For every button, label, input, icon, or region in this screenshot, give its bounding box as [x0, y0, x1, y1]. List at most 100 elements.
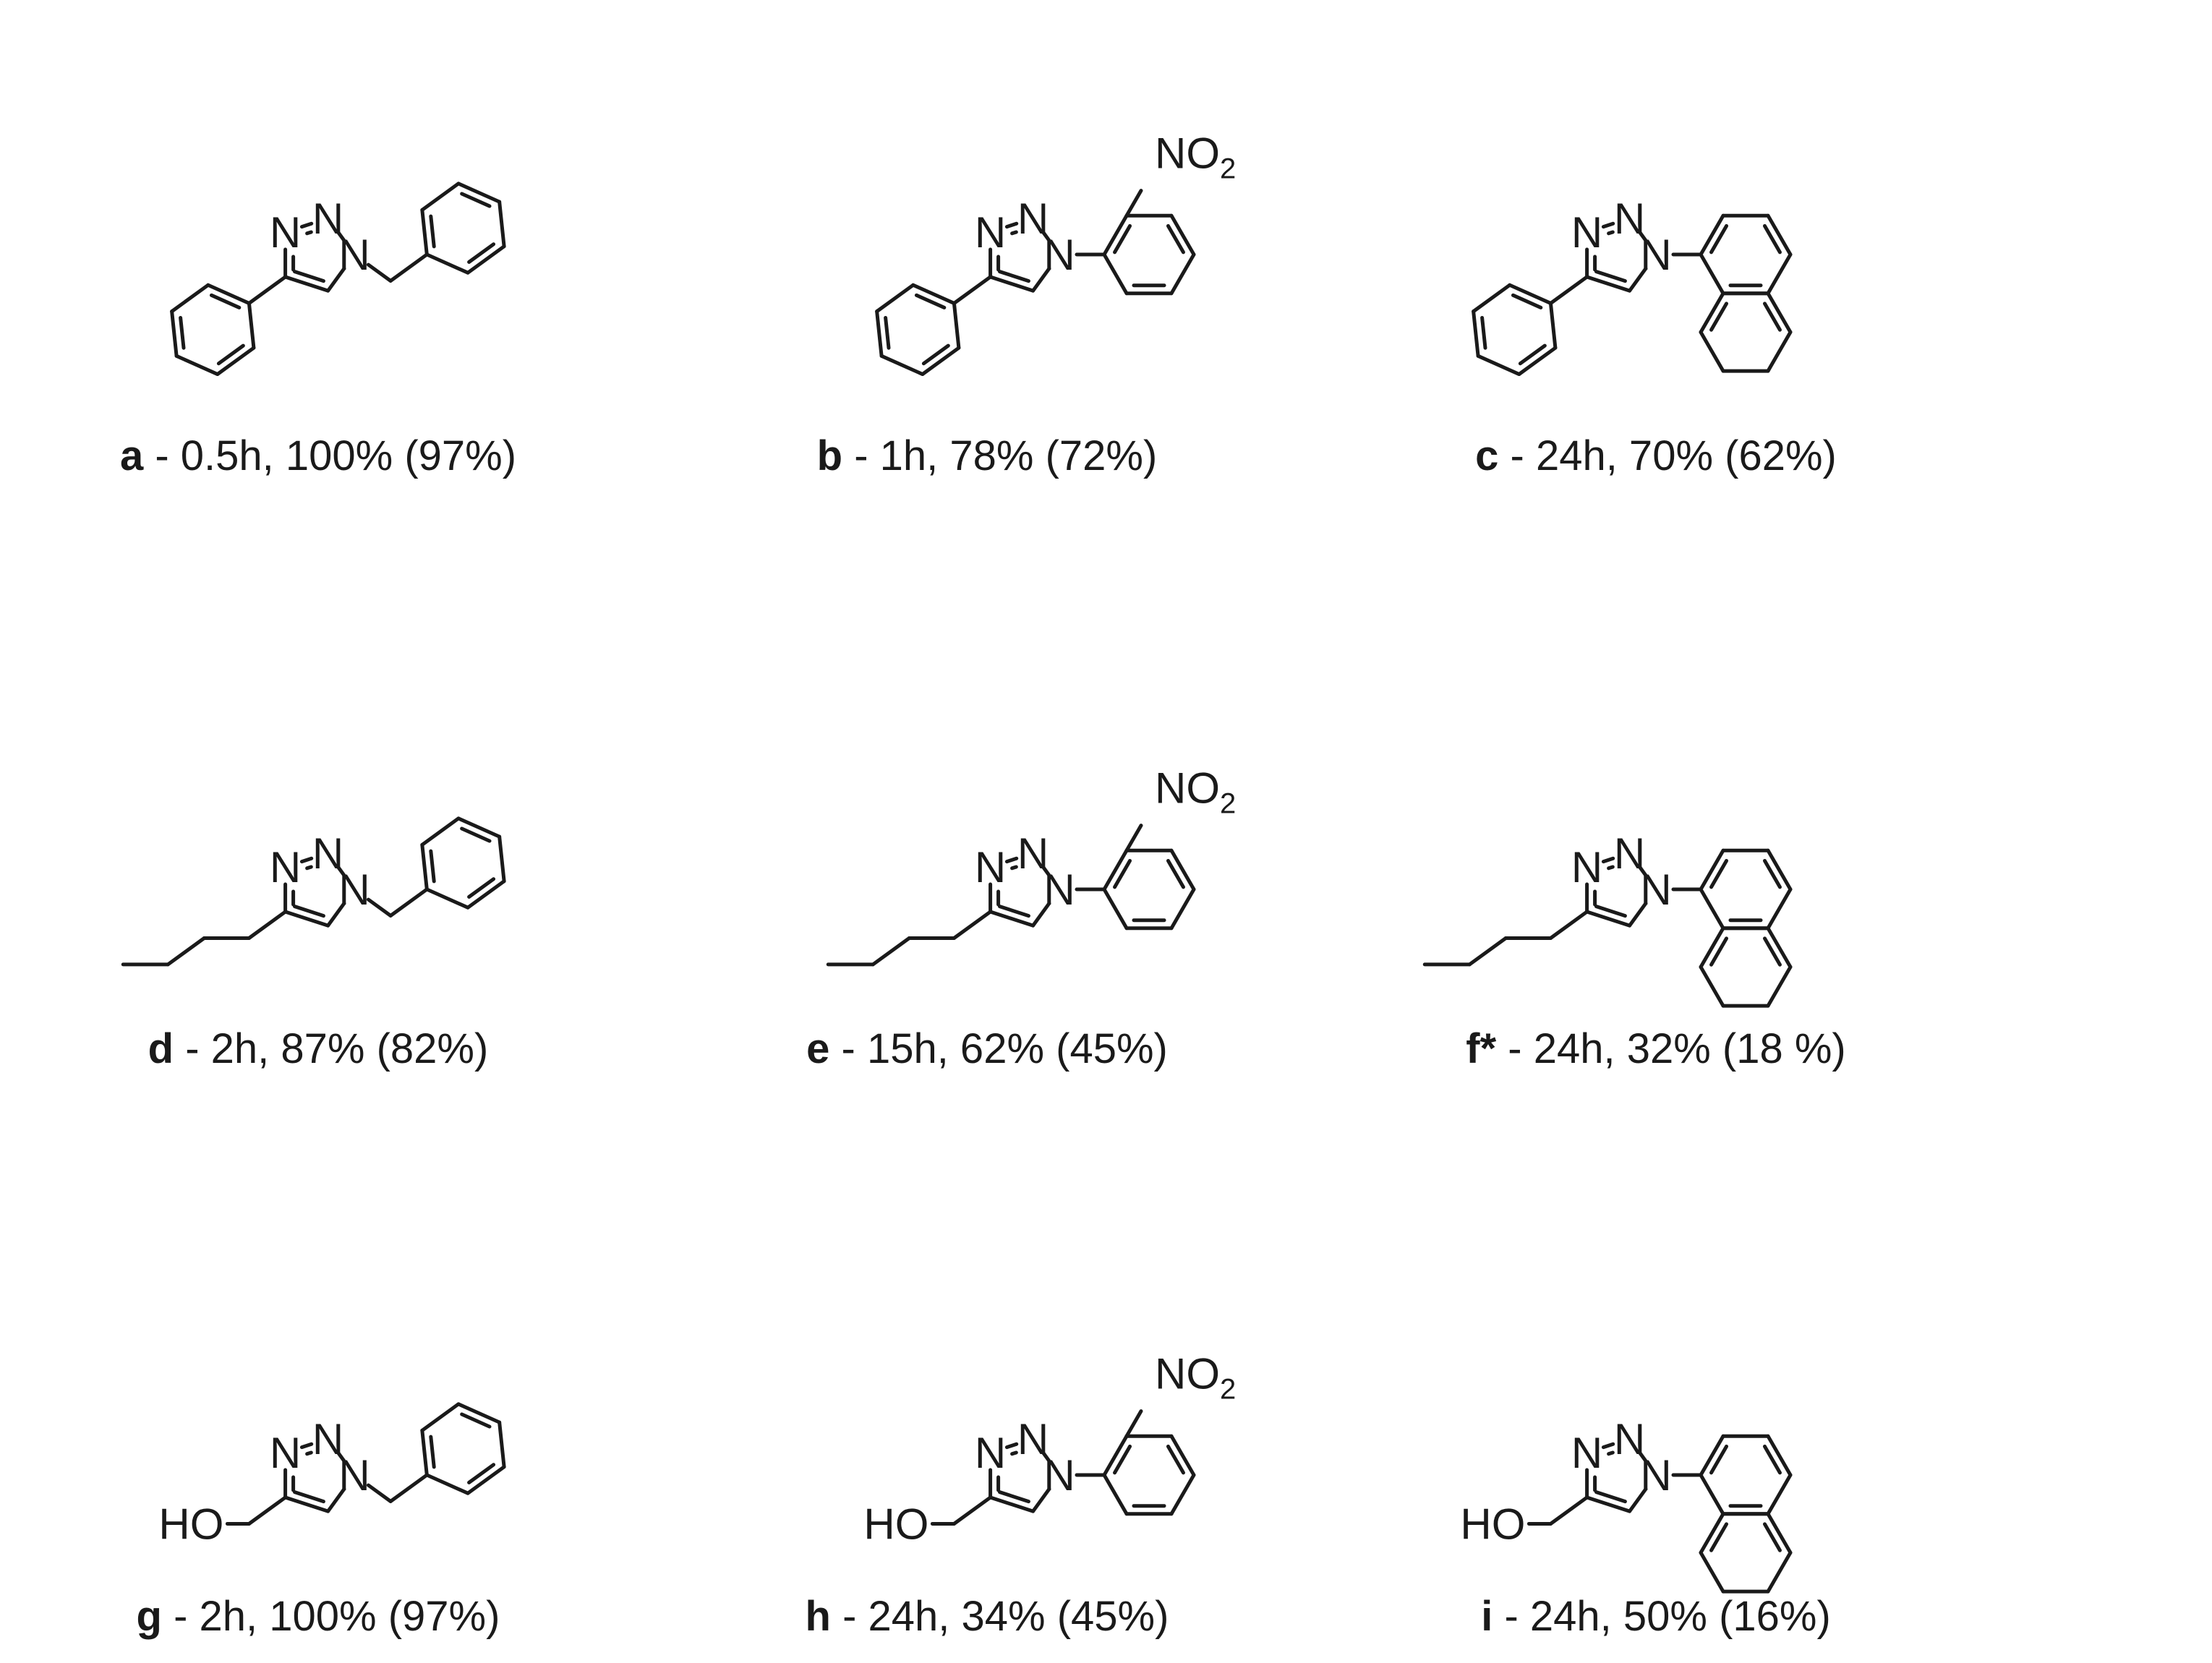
- benzyl-ring-bond: [456, 1402, 502, 1424]
- compound-caption: f* - 24h, 32% (18 %): [1466, 1025, 1845, 1072]
- phenyl-ring-bond: [247, 301, 256, 350]
- nitrogen-atom: N: [270, 208, 301, 257]
- triazole-bond: [299, 1442, 314, 1450]
- nitrogen-atom: N: [1614, 1415, 1645, 1463]
- compound-label: h: [806, 1593, 831, 1640]
- nitrophenyl-ring-bond: [1169, 1434, 1196, 1477]
- nitrophenyl-ring-double-bond: [1166, 858, 1185, 889]
- nitrogen-atom: N: [1043, 1451, 1075, 1500]
- benzyl-ring-bond: [420, 181, 461, 212]
- hydroxyl-group: HO: [158, 1500, 223, 1548]
- nitrophenyl-ring-bond: [1169, 1473, 1196, 1516]
- benzyl-ring-bond: [498, 1420, 506, 1469]
- triazole-double-bond: [1594, 270, 1627, 283]
- benzyl-bond: [366, 897, 393, 918]
- methylene-bond: [952, 1495, 993, 1526]
- nitrophenyl-ring-bond: [1102, 887, 1129, 931]
- nitro-bond: [1124, 1409, 1143, 1438]
- phenyl-ring-double-bond: [1480, 315, 1487, 350]
- naphthyl-ring-bond: [1766, 1434, 1793, 1477]
- triazole-bond: [326, 901, 346, 928]
- caption-separator: -: [1493, 1593, 1530, 1640]
- butyl-chain-bond: [1467, 936, 1508, 967]
- nitrogen-atom: N: [338, 231, 370, 279]
- naphthyl-ring-bond: [1699, 252, 1725, 296]
- compound-label: i: [1481, 1593, 1493, 1640]
- phenyl-ring-double-bond: [921, 343, 950, 366]
- triazole-double-bond: [305, 865, 313, 871]
- phenyl-ring-bond: [875, 283, 915, 314]
- phenyl-link-bond: [1548, 275, 1589, 305]
- triazole-bond: [1601, 1442, 1615, 1450]
- phenyl-ring-bond: [215, 346, 256, 377]
- naphthyl-ring-double-bond: [1762, 858, 1782, 889]
- triazole-bond: [1628, 901, 1648, 928]
- butyl-chain-bond: [1548, 910, 1589, 940]
- phenyl-ring-bond: [1472, 283, 1512, 314]
- triazole-double-bond: [1594, 1490, 1627, 1504]
- nitrogen-atom: N: [1017, 194, 1049, 243]
- nitrogen-atom: N: [312, 1415, 343, 1463]
- phenyl-ring-bond: [1517, 346, 1558, 377]
- compound-caption: b - 1h, 78% (72%): [817, 432, 1158, 479]
- reaction-details: 24h, 32% (18 %): [1534, 1025, 1846, 1072]
- benzyl-ring-bond: [424, 252, 470, 275]
- triazole-bond: [988, 275, 1035, 293]
- nitrophenyl-ring-double-bond: [1113, 858, 1132, 889]
- nitrophenyl-ring-bond: [1102, 1434, 1129, 1477]
- compound-caption: g - 2h, 100% (97%): [137, 1593, 500, 1640]
- benzyl-ring-bond: [420, 208, 429, 257]
- nitrophenyl-ring-double-bond: [1166, 223, 1185, 255]
- nitrogen-atom: N: [1640, 865, 1671, 914]
- triazole-bond: [1601, 856, 1615, 864]
- triazole-double-bond: [998, 270, 1030, 283]
- butyl-chain-bond: [247, 910, 288, 940]
- triazole-bond: [283, 1495, 330, 1513]
- naphthyl-ring-bond: [1766, 1473, 1793, 1516]
- triazole-double-bond: [305, 1450, 313, 1456]
- nitrophenyl-ring-bond: [1102, 1473, 1129, 1516]
- nitrogen-atom: N: [1571, 843, 1602, 892]
- triazole-bond: [326, 266, 346, 293]
- benzyl-ring-double-bond: [429, 214, 436, 249]
- compound-label: b: [817, 432, 842, 479]
- benzyl-ring-bond: [456, 816, 502, 839]
- triazole-bond: [1004, 856, 1019, 864]
- benzyl-ring-bond: [466, 1465, 506, 1495]
- phenyl-ring-bond: [174, 354, 220, 377]
- compound-label: c: [1475, 432, 1498, 479]
- triazole-double-bond: [998, 905, 1030, 918]
- benzyl-ring-double-bond: [429, 1435, 436, 1469]
- naphthyl-ring-bond: [1699, 213, 1725, 257]
- nitrogen-atom: N: [975, 208, 1006, 257]
- benzyl-ring-bond: [420, 1428, 429, 1477]
- benzyl-bond: [388, 887, 429, 918]
- benzyl-ring-bond: [466, 879, 506, 910]
- butyl-chain-bond: [871, 936, 911, 967]
- nitrogen-atom: N: [338, 865, 370, 914]
- compound-label: f*: [1466, 1025, 1496, 1072]
- benzyl-ring-bond: [498, 200, 506, 249]
- naphthyl-ring-bond: [1699, 965, 1725, 1008]
- reaction-details: 24h, 34% (45%): [868, 1593, 1169, 1640]
- naphthyl-ring-bond: [1699, 1550, 1725, 1594]
- reaction-details: 24h, 50% (16%): [1530, 1593, 1831, 1640]
- naphthyl-ring-bond: [1766, 330, 1793, 373]
- phenyl-ring-double-bond: [209, 293, 242, 309]
- triazole-bond: [1628, 266, 1648, 293]
- nitrophenyl-ring-bond: [1169, 213, 1196, 257]
- butyl-chain-bond: [952, 910, 993, 940]
- nitro-group: NO2: [1155, 129, 1236, 185]
- triazole-bond: [1585, 275, 1632, 293]
- benzyl-bond: [366, 1483, 393, 1503]
- compound-caption: d - 2h, 87% (82%): [148, 1025, 489, 1072]
- triazole-bond: [1041, 1450, 1051, 1463]
- caption-separator: -: [842, 432, 880, 479]
- phenyl-ring-double-bond: [179, 315, 186, 350]
- triazole-bond: [1031, 1487, 1051, 1513]
- naphthyl-ring-bond: [1766, 1550, 1793, 1594]
- nitrophenyl-ring-bond: [1102, 252, 1129, 296]
